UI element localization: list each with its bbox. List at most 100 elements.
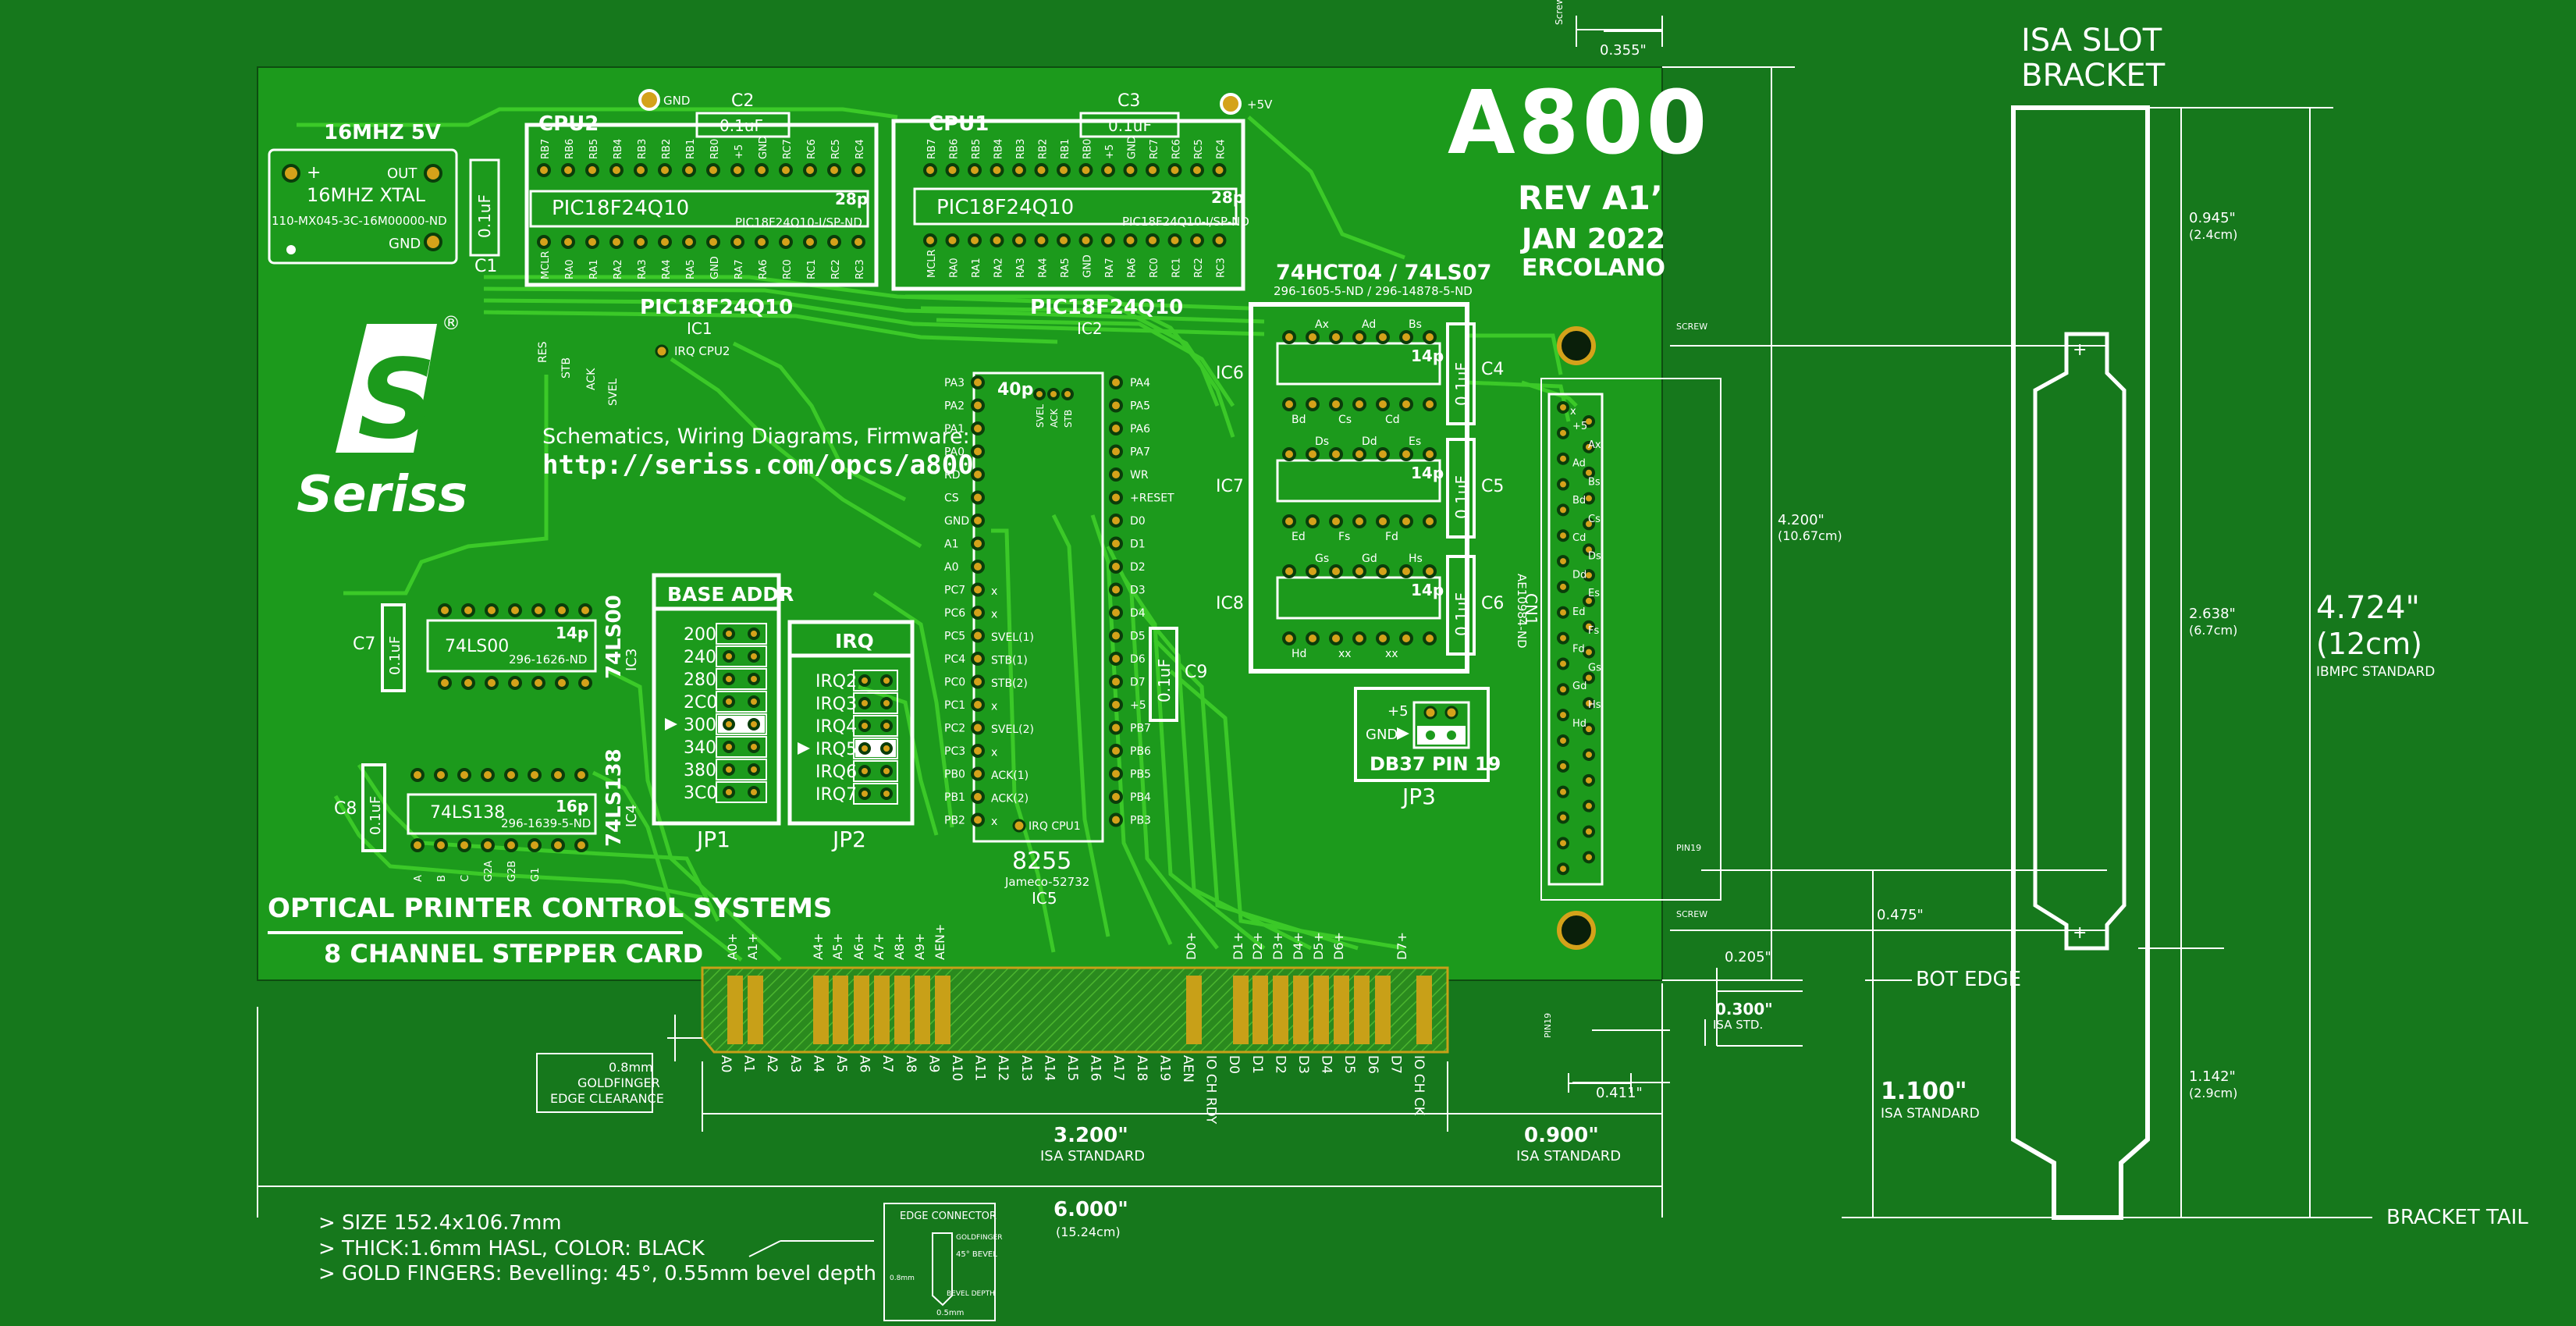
cap-c4-value: 0.1uF [1452, 362, 1471, 406]
ls138-pad [481, 768, 495, 782]
dim-screw-top: Screw [1554, 0, 1565, 25]
ic7-pad [1352, 514, 1366, 528]
cn1-pin-label: Cd [1572, 532, 1586, 544]
cn1-pad [1583, 748, 1595, 761]
jp1-item-label: 340 [684, 738, 716, 758]
ic5-mid-label: x [991, 816, 997, 828]
edge-top-label: A7+ [872, 933, 886, 960]
ic8-top-label: Gd [1362, 553, 1377, 565]
jp2-pad [880, 742, 893, 755]
ic7-bottom-label: Fd [1385, 531, 1398, 543]
ic7-pad [1306, 447, 1320, 461]
cpu1-top-pin-label: RB2 [1038, 139, 1050, 159]
bracket-hole-plus-bot: + [2073, 923, 2087, 943]
cn1-pin-label: Cs [1588, 514, 1601, 525]
vcc-pad [1220, 93, 1242, 115]
ic6-ref: IC6 [1216, 364, 1244, 383]
ls138-bottom-label: A [413, 875, 425, 882]
cn1-pin-label: Ad [1572, 458, 1586, 470]
cpu1-pad [1167, 233, 1182, 247]
ic5-right-pin-label: PA4 [1130, 377, 1150, 389]
jp2-item-label: IRQ4 [815, 717, 857, 737]
ic5-pad [971, 766, 985, 781]
cpu1-top-pin-label: RC7 [1149, 139, 1160, 159]
cap-c6-value: 0.1uF [1452, 592, 1471, 636]
cpu2-pad [706, 235, 720, 249]
cpu1-chip: PIC18F24Q10 [936, 196, 1074, 219]
schematics-url: http://seriss.com/opcs/a800 [542, 450, 974, 481]
cn1-pin-label: Gd [1572, 681, 1586, 692]
jp2-pad [858, 720, 871, 732]
edge-bottom-label: A17 [1110, 1055, 1126, 1081]
cpu2-pad [609, 163, 624, 177]
jp1-pad [748, 718, 760, 731]
ic6-pad [1399, 397, 1413, 411]
jp1-pad [723, 695, 735, 708]
gold-finger [1186, 976, 1202, 1044]
cpu2-below: PIC18F24Q10 [640, 296, 793, 319]
cpu1-bottom-pin-label: RA5 [1060, 258, 1071, 278]
cpu2-bottom-pin-label: RC0 [782, 259, 794, 279]
cpu2-bottom-pin-label: RC3 [855, 259, 866, 279]
cpu2-bottom-pin-label: RA3 [637, 259, 648, 279]
note-1: > SIZE 152.4x106.7mm [318, 1211, 562, 1235]
ic5-top-pad [1033, 388, 1046, 400]
ic5-left-pin-label: GND [944, 515, 969, 528]
hct-title: 74HCT04 / 74LS07 [1276, 261, 1491, 285]
ic7-pad [1399, 514, 1413, 528]
ls00-pad [485, 676, 499, 690]
cn1-pin-label: Fd [1572, 644, 1585, 656]
bracket-1142: 1.142" [2189, 1068, 2236, 1085]
jp1-header-cell [716, 781, 767, 803]
screw-hole-top [1557, 326, 1596, 365]
cpu1-pad [1101, 233, 1115, 247]
jp2-pad [880, 787, 893, 800]
bracket-slot [2033, 332, 2127, 951]
cpu2-part: PIC18F24Q10-I/SP-ND [735, 215, 862, 229]
jp2-header-cell [853, 738, 898, 759]
ls138-pad [434, 838, 448, 852]
ic6-pad [1329, 330, 1343, 344]
ls138-pad [504, 768, 518, 782]
cpu2-top-pin-label: GND [758, 136, 769, 159]
cpu1-pad [990, 163, 1004, 177]
ic7-pad [1423, 447, 1437, 461]
cn1-pad [1557, 734, 1569, 747]
ic5-pad [971, 674, 985, 689]
edge-top-label: AEN+ [933, 924, 947, 960]
dim-0355: 0.355" [1600, 42, 1647, 59]
ic6-pins-count: 14p [1411, 347, 1444, 365]
cpu2-pins-count: 28p [835, 190, 868, 208]
jp2-header-cell [853, 783, 898, 805]
jp1-pad [748, 627, 760, 640]
cn1-pin-label: Fs [1588, 625, 1599, 637]
ic5-left-pin-label: PA0 [944, 446, 965, 459]
ls00-pad [555, 676, 569, 690]
ic5-mid-label: STB(2) [991, 677, 1028, 690]
ic5-pins: 40p [997, 380, 1033, 400]
cpu2-top-pin-label: RB5 [588, 139, 600, 159]
ic5-pad [1109, 560, 1123, 574]
ls00-pad [555, 603, 569, 617]
jp1-ref: JP1 [695, 827, 730, 852]
cpu2-top-pin-label: RC7 [782, 139, 794, 159]
dim-0300-sub: ISA STD. [1713, 1018, 1763, 1032]
ls00-pad [508, 676, 522, 690]
cpu2-top-pin-label: RB3 [637, 139, 648, 159]
cn1-pad [1583, 851, 1595, 864]
cpu1-pad [968, 163, 982, 177]
ic5-mid-label: ACK(2) [991, 793, 1029, 805]
bracket-tail: BRACKET TAIL [2386, 1206, 2528, 1229]
ic6-top-label: Ad [1362, 318, 1376, 331]
cpu2-bottom-pin-label: RA2 [613, 259, 624, 279]
gold-finger [1334, 976, 1349, 1044]
dim-0475: 0.475" [1877, 907, 1924, 923]
cpu1-part: PIC18F24Q10-I/SP-ND [1122, 215, 1249, 229]
jp2-pad [858, 742, 871, 755]
cn1-pad [1583, 671, 1595, 684]
cpu1-bottom-pin-label: RA2 [993, 258, 1005, 278]
jp2-item-label: IRQ5 [815, 740, 857, 759]
